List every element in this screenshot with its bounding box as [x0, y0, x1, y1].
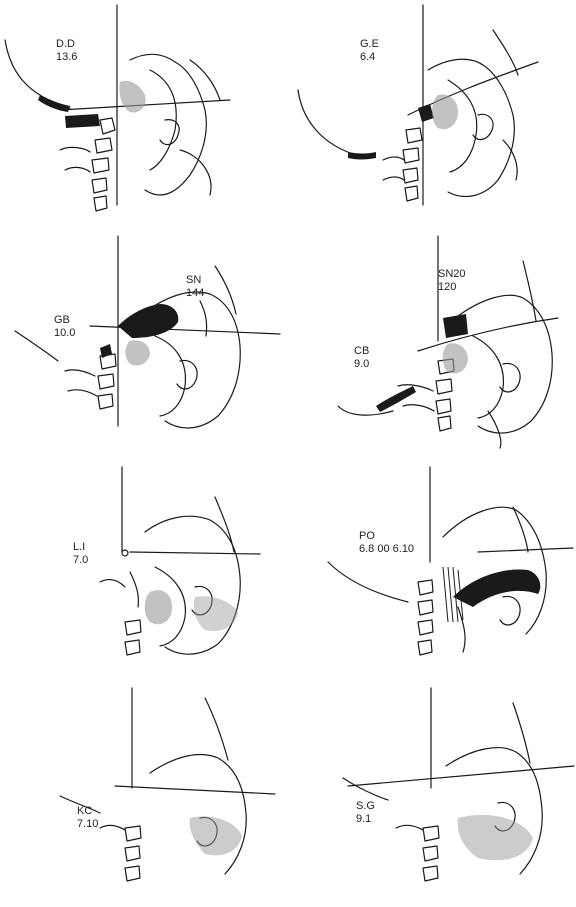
panel-label-po: PO 6.8 00 6.10 — [359, 530, 414, 556]
panel-label-gb: GB 10.0 — [54, 314, 75, 340]
panel-code: GB — [54, 314, 70, 326]
panel-value: 6.4 — [360, 51, 376, 63]
panel-value: 13.6 — [56, 51, 78, 63]
tracing-panel-sn20-cb: SN20 120 CB 9.0 — [288, 226, 576, 452]
skull-tracing-kc — [59, 687, 276, 882]
panel-label-ge: G.E 6.4 — [360, 38, 379, 64]
panel-code: D.D — [56, 38, 75, 50]
tracing-panel-kc: KC 7.10 — [0, 678, 288, 904]
panel-label-sg: S.G 9.1 — [356, 800, 375, 826]
panel-value: 10.0 — [54, 327, 76, 339]
panel-label-li: L.I 7.0 — [73, 541, 88, 567]
panel-code: CB — [354, 345, 370, 357]
panel-label-dd: D.D 13.6 — [56, 38, 77, 64]
panel-code: G.E — [360, 38, 379, 50]
skull-tracing-dd — [4, 4, 231, 212]
panel-value: 9.0 — [354, 358, 370, 370]
panel-label-sn20: SN20 120 — [438, 268, 466, 294]
panel-value: 7.10 — [77, 818, 99, 830]
panel-value: 9.1 — [356, 813, 372, 825]
skull-tracing-ge — [297, 4, 539, 206]
panel-code: KC — [77, 805, 93, 817]
tracing-panel-ge: G.E 6.4 — [288, 0, 576, 226]
skull-tracing-li — [99, 466, 261, 656]
panel-value: 7.0 — [73, 554, 89, 566]
skull-tracing-po — [327, 466, 574, 656]
skull-tracing-sn20-cb — [337, 235, 559, 449]
panel-label-sn: SN 144 — [186, 274, 204, 300]
panel-label-cb: CB 9.0 — [354, 345, 369, 371]
panel-value: 120 — [438, 281, 457, 293]
panel-value: 144 — [186, 287, 205, 299]
panel-value: 6.8 00 6.10 — [359, 543, 415, 555]
tracing-panel-dd: D.D 13.6 — [0, 0, 288, 226]
panel-code: PO — [359, 530, 375, 542]
skull-tracing-gb-sn — [14, 235, 281, 429]
panel-code: SN — [186, 274, 202, 286]
panel-code: S.G — [356, 800, 375, 812]
panel-code: L.I — [73, 541, 86, 553]
skull-tracing-sg — [342, 687, 575, 882]
panel-label-kc: KC 7.10 — [77, 805, 98, 831]
tracing-panel-li: L.I 7.0 — [0, 452, 288, 678]
panel-code: SN20 — [438, 268, 466, 280]
tracing-panel-gb-sn: GB 10.0 SN 144 — [0, 226, 288, 452]
tracing-panel-sg: S.G 9.1 — [288, 678, 576, 904]
tracing-panel-po: PO 6.8 00 6.10 — [288, 452, 576, 678]
